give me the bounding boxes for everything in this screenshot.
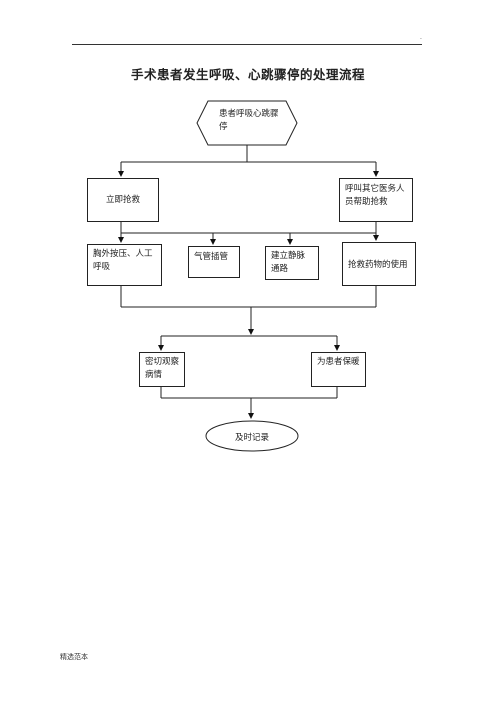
observe-condition-box: 密切观察病情 [139, 352, 185, 387]
intubation-box: 气管插管 [188, 246, 240, 278]
immediate-rescue-box: 立即抢救 [87, 178, 159, 222]
iv-access-label: 建立静脉通路 [271, 251, 306, 274]
iv-access-box: 建立静脉通路 [265, 246, 319, 280]
rescue-drugs-box: 抢救药物的使用 [342, 242, 416, 286]
cpr-box: 胸外按压、人工呼吸 [87, 244, 162, 286]
page-title: 手术患者发生呼吸、心跳骤停的处理流程 [130, 67, 365, 82]
start-hexagon [196, 100, 298, 146]
keep-warm-label: 为患者保暖 [317, 357, 360, 367]
corner-mark: . [420, 34, 422, 41]
intubation-label: 气管插管 [194, 252, 229, 262]
header-rule [72, 44, 422, 45]
end-node-label: 及时记录 [234, 433, 269, 443]
end-ellipse [205, 420, 299, 452]
page-footer: 精选范本 [60, 653, 88, 661]
keep-warm-box: 为患者保暖 [311, 352, 366, 387]
call-for-help-box: 呼叫其它医务人员帮助抢救 [339, 178, 413, 222]
rescue-drugs-label: 抢救药物的使用 [348, 260, 408, 270]
immediate-rescue-label: 立即抢救 [106, 195, 141, 205]
call-for-help-label: 呼叫其它医务人员帮助抢救 [345, 184, 405, 207]
cpr-label: 胸外按压、人工呼吸 [93, 249, 153, 272]
observe-condition-label: 密切观察病情 [145, 357, 180, 380]
start-node-label: 患者呼吸心跳骤停 [219, 109, 279, 132]
